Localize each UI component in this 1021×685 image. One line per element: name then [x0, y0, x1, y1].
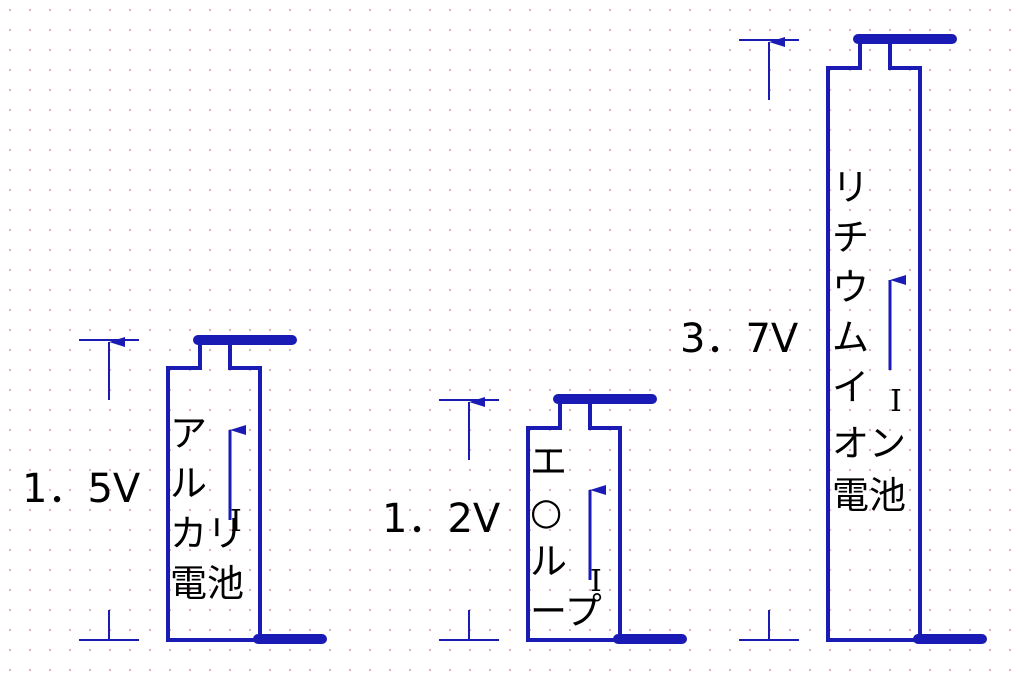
battery-name-char: ル — [530, 540, 567, 583]
battery-name-char: オン — [832, 422, 906, 465]
battery-name-char: イ — [832, 366, 869, 409]
voltage-label: 1．2V — [382, 496, 501, 542]
battery-name-char: チ — [832, 216, 869, 259]
voltage-label: 1．5V — [22, 466, 141, 512]
battery-name-char: エ — [530, 440, 567, 483]
battery-lithium-ion: 3．7V I リ チ ウ ム イ オン 電池 — [680, 34, 987, 644]
battery-name-char: リ — [832, 166, 869, 209]
battery-name-char: 電池 — [170, 562, 244, 605]
battery-name-char: 電池 — [832, 474, 906, 517]
battery-name-char: カリ — [170, 512, 244, 555]
current-label: I — [230, 504, 242, 539]
current-label: I — [590, 564, 602, 599]
battery-name-char: ム — [832, 316, 869, 359]
battery-name-char: ア — [170, 412, 207, 455]
battery-name-char: ープ — [530, 590, 602, 633]
battery-nimh: 1．2V I エ ○ ル ープ — [382, 394, 687, 644]
battery-name-char: ウ — [832, 266, 869, 309]
current-label: I — [890, 384, 902, 419]
battery-name-char: ル — [170, 462, 207, 505]
battery-alkaline: 1．5V I ア ル カリ 電池 — [22, 335, 327, 644]
voltage-label: 3．7V — [680, 316, 799, 362]
battery-name-char: ○ — [530, 490, 562, 533]
